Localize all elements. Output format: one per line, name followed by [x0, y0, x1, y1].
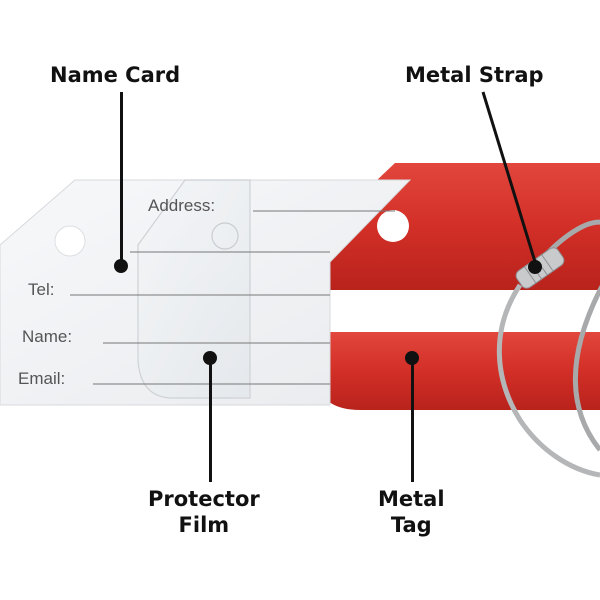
name-card-callout: Name Card — [50, 63, 181, 87]
name-card-leader — [120, 92, 123, 262]
protector-film-leader — [209, 360, 212, 482]
name-card-dot — [114, 259, 128, 273]
metal-strap-loop — [530, 219, 600, 452]
protector-film-hole — [211, 222, 239, 250]
metal-tag-leader — [411, 360, 414, 482]
tel-label: Tel: — [28, 280, 55, 299]
metal-tag-callout-line1: Metal — [378, 487, 445, 511]
metal-strap-loop-inner — [496, 283, 600, 478]
metal-tag-hole — [377, 210, 409, 242]
name-label: Name: — [22, 327, 73, 346]
protector-film-callout: Protector Film — [148, 486, 260, 538]
protector-film-callout-line2: Film — [178, 513, 230, 537]
metal-tag-callout: Metal Tag — [378, 486, 445, 538]
metal-tag-dot — [405, 351, 419, 365]
name-card-hole — [54, 225, 86, 257]
metal-tag-bottom-strip — [312, 332, 600, 410]
metal-strap-callout: Metal Strap — [405, 63, 544, 87]
metal-tag-callout-line2: Tag — [390, 513, 432, 537]
address-label: Address: — [148, 196, 216, 215]
protector-film-dot — [203, 351, 217, 365]
metal-strap-dot — [528, 260, 542, 274]
protector-film-callout-line1: Protector — [148, 487, 260, 511]
email-label: Email: — [18, 369, 66, 388]
